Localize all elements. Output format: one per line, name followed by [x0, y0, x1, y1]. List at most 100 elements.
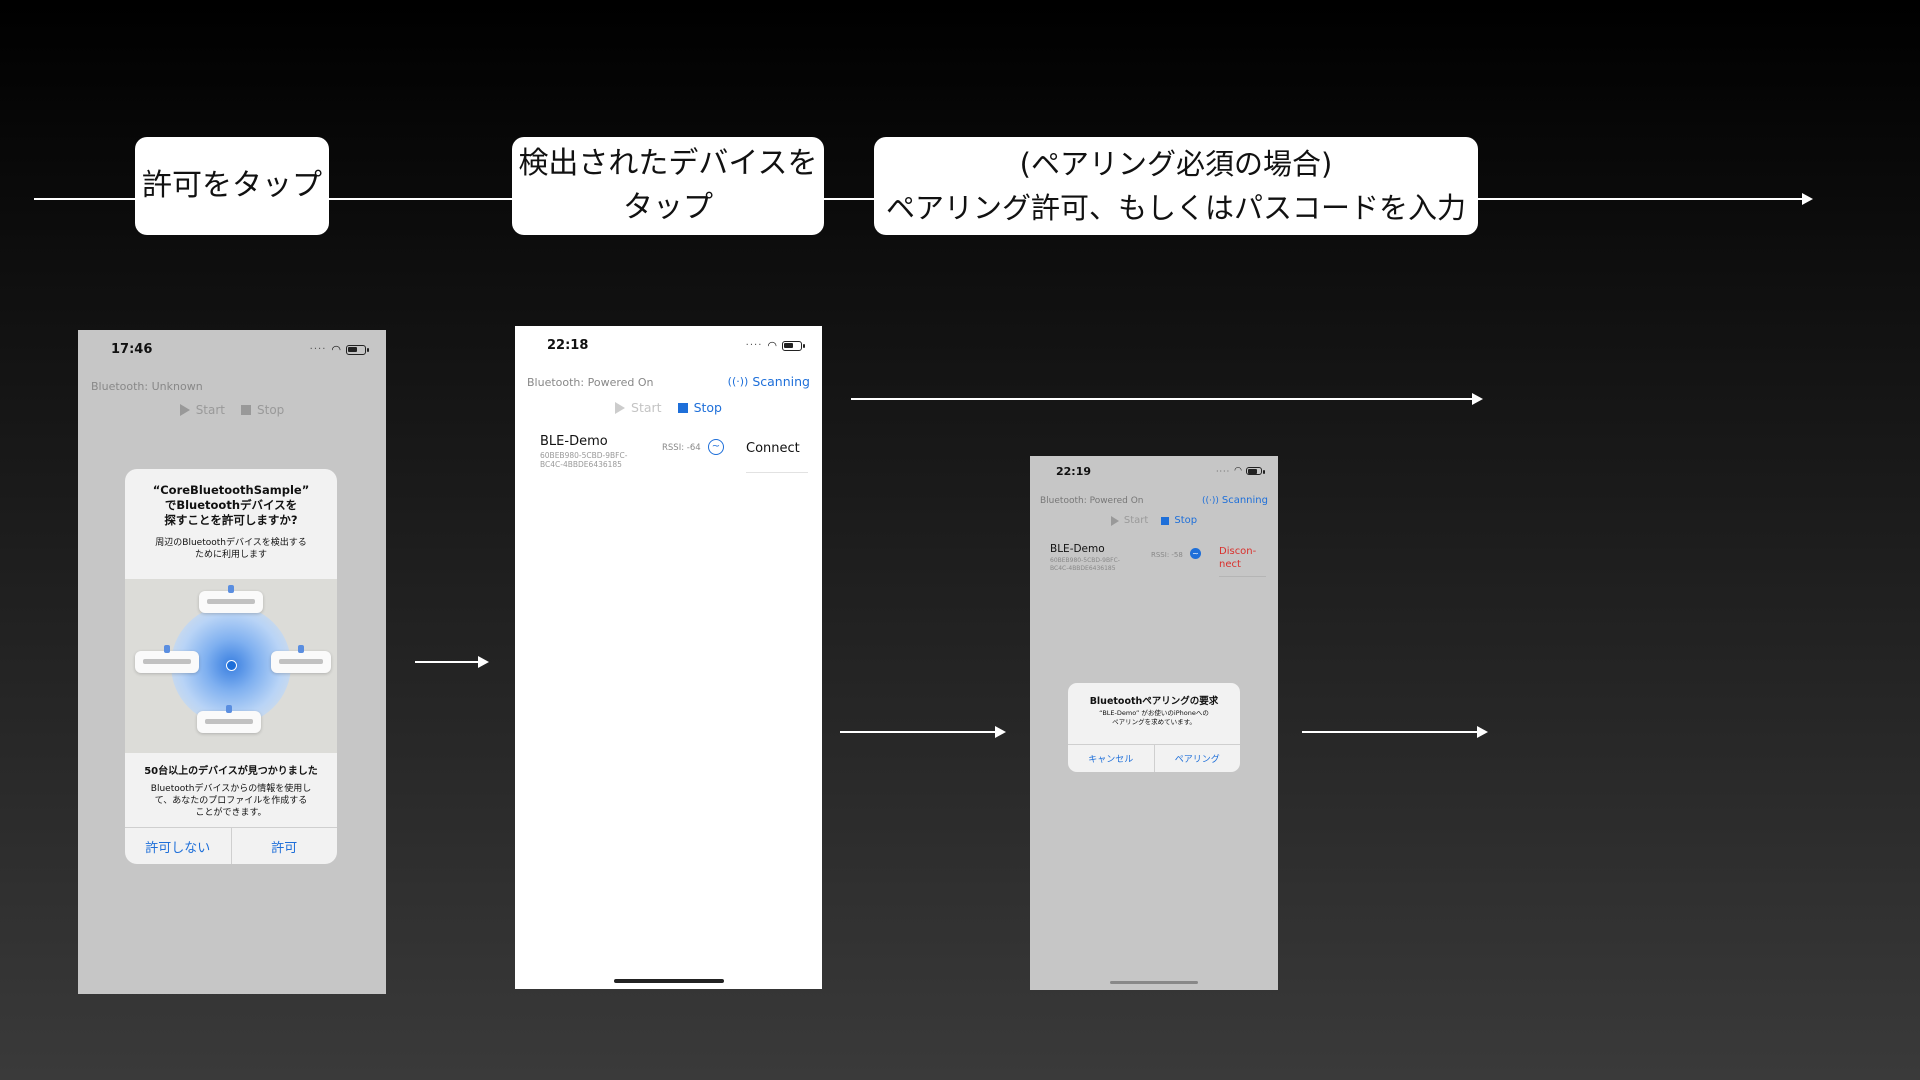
row-divider	[746, 472, 808, 473]
device-card-left	[135, 645, 199, 673]
scanning-label: Scanning	[1221, 495, 1268, 506]
stop-button[interactable]: Stop	[1174, 515, 1198, 526]
disconnect-label-line2: nect	[1219, 559, 1241, 570]
stop-icon	[677, 402, 688, 413]
dialog-title-line3: 探すことを許可しますか?	[164, 513, 298, 527]
signal-strength-icon: ~	[1190, 548, 1201, 559]
pairing-msg-line1: “BLE-Demo” がお使いのiPhoneへの	[1099, 709, 1209, 717]
scanning-label: Scanning	[752, 374, 810, 389]
play-icon	[1110, 515, 1119, 526]
flow-arrow-skip	[851, 398, 1475, 400]
battery-icon	[782, 340, 805, 351]
step3-text-line2: ペアリング許可、もしくはパスコードを入力	[885, 191, 1466, 225]
dialog-buttons: 許可しない 許可	[125, 827, 337, 864]
flow-arrowhead-2	[995, 726, 1006, 738]
signal-icon: ····	[309, 344, 327, 355]
dialog-title: “CoreBluetoothSample” でBluetoothデバイスを 探す…	[125, 483, 337, 528]
pair-button[interactable]: ペアリング	[1153, 745, 1241, 772]
dialog-info-line3: ことができます。	[195, 808, 267, 818]
disconnect-label-line1: Discon-	[1219, 546, 1257, 557]
pairing-msg-line2: ペアリングを求めています。	[1112, 718, 1196, 726]
device-uuid: 60BEB980-5CBD-9BFC- BC4C-4BBDE6436185	[540, 451, 627, 469]
dialog-info: Bluetoothデバイスからの情報を使用し て、あなたのプロファイルを作成する…	[125, 783, 337, 819]
bluetooth-status: Bluetooth: Powered On	[527, 376, 654, 389]
start-button[interactable]: Start	[1123, 515, 1149, 526]
device-uuid: 60BEB980-5CBD-9BFC- BC4C-4BBDE6436185	[1050, 557, 1120, 572]
wifi-icon: ◠	[1234, 466, 1242, 476]
step3-text-line1: (ペアリング必須の場合)	[1019, 147, 1333, 181]
device-rssi: RSSI: -64	[662, 443, 701, 453]
device-card-top	[199, 585, 263, 613]
bluetooth-status: Bluetooth: Powered On	[1040, 496, 1144, 506]
step-label-tap-device: 検出されたデバイスを タップ	[512, 137, 824, 235]
step-label-tap-allow: 許可をタップ	[135, 137, 329, 235]
flow-arrow-3	[1302, 731, 1480, 733]
allow-button[interactable]: 許可	[230, 828, 338, 864]
step1-text: 許可をタップ	[142, 168, 322, 203]
status-icons: ···· ◠	[1215, 466, 1265, 476]
phone-screenshot-scanning: 22:18 ···· ◠ Bluetooth: Powered On ((·))…	[515, 326, 822, 989]
home-indicator	[614, 979, 724, 983]
device-name: BLE-Demo	[1050, 543, 1105, 555]
scanning-indicator: ((·)) Scanning	[728, 374, 810, 389]
step2-text-line2: タップ	[623, 190, 713, 225]
timeline-arrowhead	[1802, 193, 1813, 205]
disconnect-button[interactable]: Discon- nect	[1219, 545, 1256, 571]
status-icons: ···· ◠	[745, 339, 805, 352]
device-uuid-line1: 60BEB980-5CBD-9BFC-	[540, 451, 628, 460]
connect-button[interactable]: Connect	[746, 441, 800, 456]
start-button[interactable]: Start	[631, 400, 662, 415]
flow-arrowhead-1	[478, 656, 489, 668]
location-dot	[226, 660, 237, 671]
status-icons: ···· ◠	[309, 343, 369, 356]
battery-icon	[346, 344, 369, 355]
status-time: 22:19	[1056, 465, 1092, 478]
device-rssi: RSSI: -58	[1151, 551, 1183, 559]
devices-found-text: 50台以上のデバイスが見つかりました	[144, 766, 318, 777]
phone-screenshot-pairing: 22:19 ···· ◠ Bluetooth: Powered On ((·))…	[1030, 456, 1278, 990]
play-icon	[179, 404, 190, 416]
pairing-dialog-title: Bluetoothペアリングの要求	[1089, 696, 1219, 707]
pairing-dialog-message: “BLE-Demo” がお使いのiPhoneへの ペアリングを求めています。	[1068, 709, 1240, 727]
dialog-title-line2: でBluetoothデバイスを	[164, 498, 298, 512]
device-name: BLE-Demo	[540, 434, 608, 449]
stop-button[interactable]: Stop	[693, 400, 722, 415]
broadcast-icon: ((·))	[1201, 495, 1219, 506]
nearby-devices-map	[125, 579, 337, 753]
stop-icon	[241, 405, 252, 415]
step2-text-line1: 検出されたデバイスを	[518, 146, 818, 181]
signal-icon: ····	[745, 340, 763, 351]
flow-arrow-2	[840, 731, 998, 733]
deny-button[interactable]: 許可しない	[145, 840, 211, 856]
start-stop-controls: Start Stop	[1030, 515, 1278, 526]
stop-button[interactable]: Stop	[257, 403, 285, 417]
device-card-bottom	[197, 705, 261, 733]
status-time: 17:46	[111, 342, 153, 357]
pairing-dialog-buttons: キャンセル ペアリング	[1068, 744, 1240, 772]
cancel-button[interactable]: キャンセル	[1088, 755, 1134, 765]
device-uuid-line2: BC4C-4BBDE6436185	[1050, 564, 1116, 572]
battery-icon	[1246, 467, 1265, 475]
pairing-request-dialog: Bluetoothペアリングの要求 “BLE-Demo” がお使いのiPhone…	[1068, 683, 1240, 772]
flow-arrowhead-skip	[1472, 393, 1483, 405]
stop-icon	[1161, 516, 1170, 525]
device-row[interactable]: BLE-Demo 60BEB980-5CBD-9BFC- BC4C-4BBDE6…	[515, 434, 822, 490]
row-divider	[1219, 576, 1266, 577]
home-indicator	[1110, 981, 1198, 984]
device-card-right	[271, 645, 331, 673]
dialog-description: 周辺のBluetoothデバイスを検出する ために利用します	[125, 537, 337, 561]
signal-icon: ····	[1215, 466, 1231, 476]
bluetooth-status: Bluetooth: Unknown	[91, 380, 203, 393]
step-label-pairing: (ペアリング必須の場合) ペアリング許可、もしくはパスコードを入力	[874, 137, 1478, 235]
play-icon	[615, 401, 626, 414]
start-button[interactable]: Start	[195, 403, 226, 417]
start-stop-controls: Start Stop	[78, 403, 386, 417]
dialog-info-line2: て、あなたのプロファイルを作成する	[154, 796, 308, 806]
start-stop-controls: Start Stop	[515, 400, 822, 415]
broadcast-icon: ((·))	[727, 375, 749, 388]
device-uuid-line1: 60BEB980-5CBD-9BFC-	[1050, 557, 1120, 564]
status-time: 22:18	[547, 338, 589, 353]
wifi-icon: ◠	[331, 343, 341, 356]
device-row[interactable]: BLE-Demo 60BEB980-5CBD-9BFC- BC4C-4BBDE6…	[1030, 543, 1278, 591]
dialog-info-line1: Bluetoothデバイスからの情報を使用し	[150, 784, 312, 794]
